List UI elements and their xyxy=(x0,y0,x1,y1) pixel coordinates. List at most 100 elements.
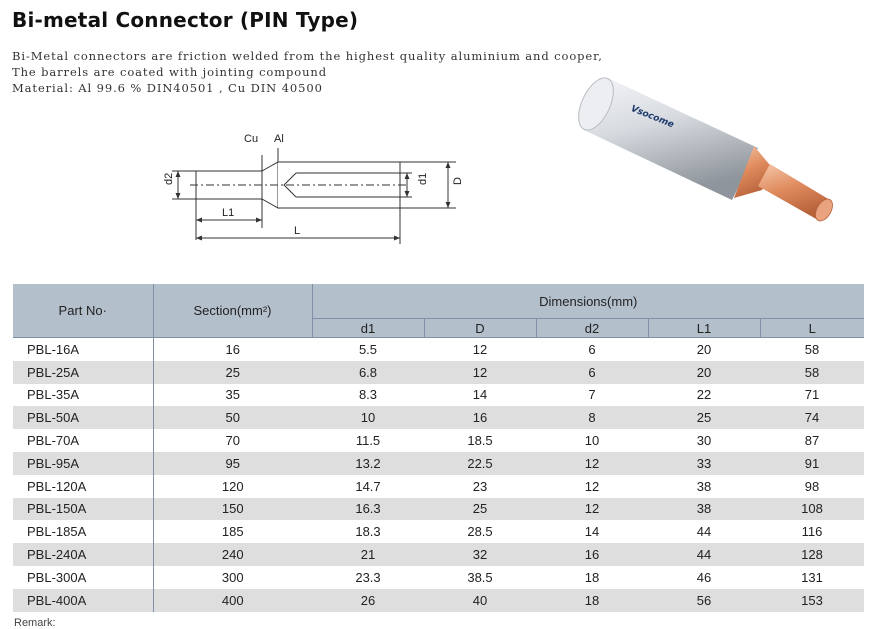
cell-d: 14 xyxy=(424,383,536,407)
header-section: Section(mm²) xyxy=(153,284,312,338)
cell-d2: 16 xyxy=(536,543,648,566)
cell-d1: 5.5 xyxy=(312,337,424,361)
cell-section: 185 xyxy=(153,520,312,544)
cell-d2: 18 xyxy=(536,565,648,589)
cell-d1: 14.7 xyxy=(312,474,424,498)
cell-d: 12 xyxy=(424,360,536,384)
cell-l1: 30 xyxy=(648,429,760,452)
cell-part: PBL-25A xyxy=(13,360,154,384)
cell-l: 98 xyxy=(760,474,864,498)
label-L: L xyxy=(294,225,300,237)
cell-part: PBL-70A xyxy=(13,429,154,452)
cell-section: 300 xyxy=(153,565,312,589)
cell-d1: 21 xyxy=(312,543,424,566)
header-dimensions: Dimensions(mm) xyxy=(311,284,864,319)
cell-l1: 33 xyxy=(648,451,760,475)
cell-l: 91 xyxy=(760,451,864,475)
cell-d: 16 xyxy=(424,406,536,430)
cell-d2: 12 xyxy=(536,497,648,521)
cell-section: 35 xyxy=(153,383,312,407)
cell-l: 131 xyxy=(760,565,864,589)
page-title: Bi-metal Connector (PIN Type) xyxy=(12,8,359,32)
cell-part: PBL-185A xyxy=(13,520,154,544)
cell-l: 74 xyxy=(760,406,864,430)
cell-part: PBL-120A xyxy=(13,474,154,498)
cell-d2: 12 xyxy=(536,474,648,498)
cell-l1: 56 xyxy=(648,588,760,612)
cell-d2: 8 xyxy=(536,406,648,430)
cell-d1: 23.3 xyxy=(312,565,424,589)
cell-l1: 46 xyxy=(648,565,760,589)
cell-d: 40 xyxy=(424,588,536,612)
header-part-no: Part No· xyxy=(13,284,154,338)
cell-section: 25 xyxy=(153,360,312,384)
cell-l: 87 xyxy=(760,429,864,452)
cell-section: 16 xyxy=(153,337,312,361)
header-D: D xyxy=(423,318,536,338)
cell-d: 28.5 xyxy=(424,520,536,544)
cell-l: 153 xyxy=(760,588,864,612)
header-d1: d1 xyxy=(311,318,424,338)
cell-section: 400 xyxy=(153,588,312,612)
cell-part: PBL-50A xyxy=(13,406,154,430)
cell-d: 12 xyxy=(424,337,536,361)
cell-l: 58 xyxy=(760,360,864,384)
cell-d: 38.5 xyxy=(424,565,536,589)
cell-l1: 20 xyxy=(648,360,760,384)
cell-d1: 11.5 xyxy=(312,429,424,452)
cell-part: PBL-400A xyxy=(13,588,154,612)
cell-d: 18.5 xyxy=(424,429,536,452)
cell-d2: 6 xyxy=(536,337,648,361)
cell-part: PBL-35A xyxy=(13,383,154,407)
cell-d2: 18 xyxy=(536,588,648,612)
cell-section: 120 xyxy=(153,474,312,498)
description-line: Bi-Metal connectors are friction welded … xyxy=(12,49,603,63)
cell-d: 32 xyxy=(424,543,536,566)
cell-part: PBL-150A xyxy=(13,497,154,521)
header-L: L xyxy=(759,318,864,338)
cell-d1: 10 xyxy=(312,406,424,430)
label-d2: d2 xyxy=(163,173,175,185)
cell-d: 23 xyxy=(424,474,536,498)
cell-section: 95 xyxy=(153,451,312,475)
description: Bi-Metal connectors are friction welded … xyxy=(12,48,603,96)
cell-d1: 18.3 xyxy=(312,520,424,544)
cell-section: 70 xyxy=(153,429,312,452)
cell-d2: 7 xyxy=(536,383,648,407)
cell-l: 128 xyxy=(760,543,864,566)
remark: Remark: xyxy=(14,617,56,629)
cell-l1: 44 xyxy=(648,543,760,566)
cell-l1: 44 xyxy=(648,520,760,544)
label-cu: Cu xyxy=(244,133,258,145)
cell-d2: 6 xyxy=(536,360,648,384)
cell-l: 116 xyxy=(760,520,864,544)
description-line: Material: Al 99.6 % DIN40501 , Cu DIN 40… xyxy=(12,81,323,95)
cell-d1: 26 xyxy=(312,588,424,612)
cell-d1: 8.3 xyxy=(312,383,424,407)
cell-d: 25 xyxy=(424,497,536,521)
label-al: Al xyxy=(274,133,284,145)
cell-d: 22.5 xyxy=(424,451,536,475)
label-d1: d1 xyxy=(417,173,429,185)
product-photo xyxy=(578,77,833,222)
label-L1: L1 xyxy=(222,207,234,219)
cell-part: PBL-240A xyxy=(13,543,154,566)
cell-part: PBL-95A xyxy=(13,451,154,475)
cell-d1: 6.8 xyxy=(312,360,424,384)
cell-l1: 20 xyxy=(648,337,760,361)
header-d2: d2 xyxy=(535,318,648,338)
description-line: The barrels are coated with jointing com… xyxy=(12,65,328,79)
cell-d2: 12 xyxy=(536,451,648,475)
cell-part: PBL-300A xyxy=(13,565,154,589)
header-L1: L1 xyxy=(647,318,760,338)
